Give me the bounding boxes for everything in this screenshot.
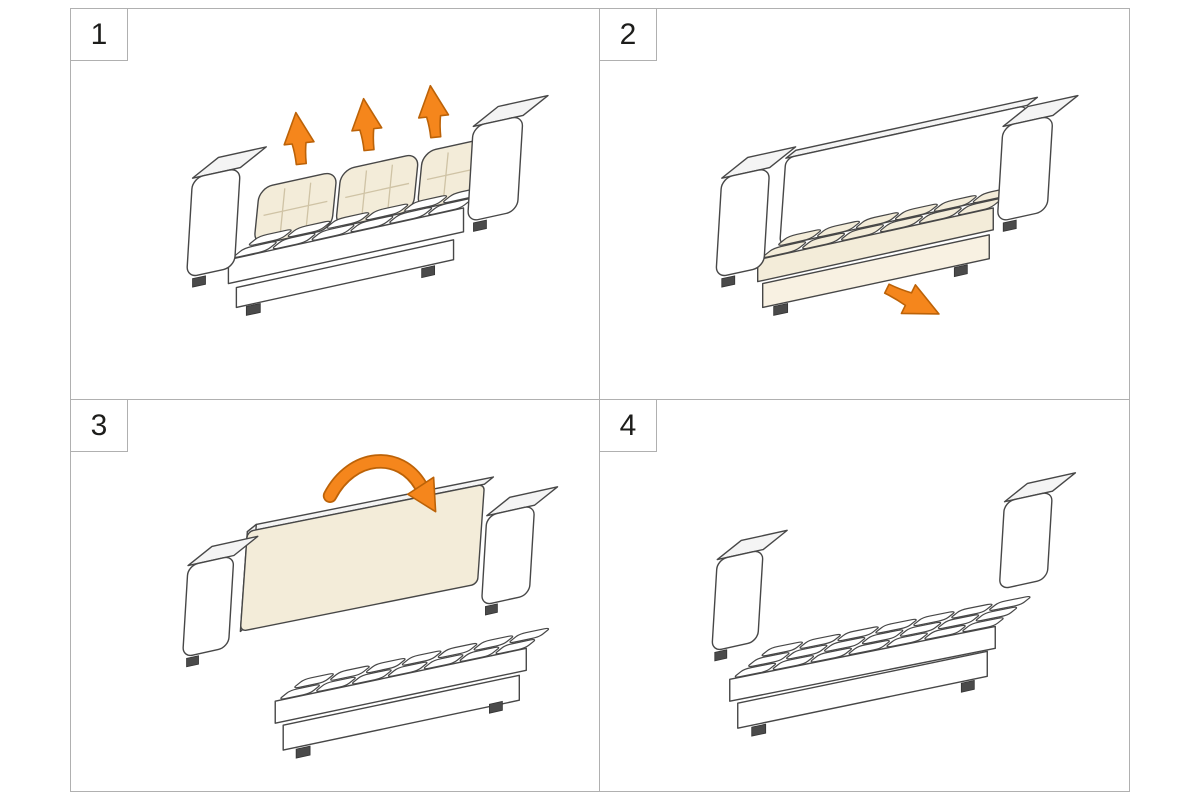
right-armrest — [481, 486, 559, 616]
up-arrow-icon — [283, 111, 315, 166]
up-arrow-icon — [351, 97, 383, 152]
up-arrow-icon — [417, 84, 450, 139]
extended-seat — [274, 626, 552, 759]
step-panel-4: 4 — [600, 400, 1129, 791]
left-armrest — [716, 146, 797, 288]
folding-back-panel — [239, 476, 495, 633]
right-armrest — [999, 472, 1077, 590]
right-armrest — [997, 94, 1079, 232]
left-armrest — [187, 146, 267, 288]
bed-platform — [729, 594, 1034, 737]
seat-cushions — [227, 185, 490, 285]
sofa-illustration-step-1 — [71, 84, 549, 316]
step-number: 2 — [600, 9, 657, 61]
step-number: 1 — [71, 9, 128, 61]
right-armrest — [467, 94, 549, 232]
instruction-grid: 1 — [70, 8, 1130, 792]
sofa-illustration-step-4 — [600, 472, 1077, 737]
pull-out-arrow-icon — [883, 283, 940, 315]
step-panel-3: 3 — [71, 400, 600, 791]
step-panel-2: 2 — [600, 9, 1129, 400]
sofa-base — [235, 239, 455, 316]
step-number: 4 — [600, 400, 657, 452]
left-armrest — [712, 529, 788, 662]
sofa-illustration-step-3 — [71, 454, 559, 759]
left-armrest — [183, 535, 259, 668]
step-number: 3 — [71, 400, 128, 452]
seat-cushions — [758, 185, 1019, 282]
sofa-illustration-step-2 — [600, 94, 1079, 316]
pull-out-base — [761, 234, 990, 316]
step-panel-1: 1 — [71, 9, 600, 400]
fold-over-arrow-icon — [322, 454, 437, 513]
